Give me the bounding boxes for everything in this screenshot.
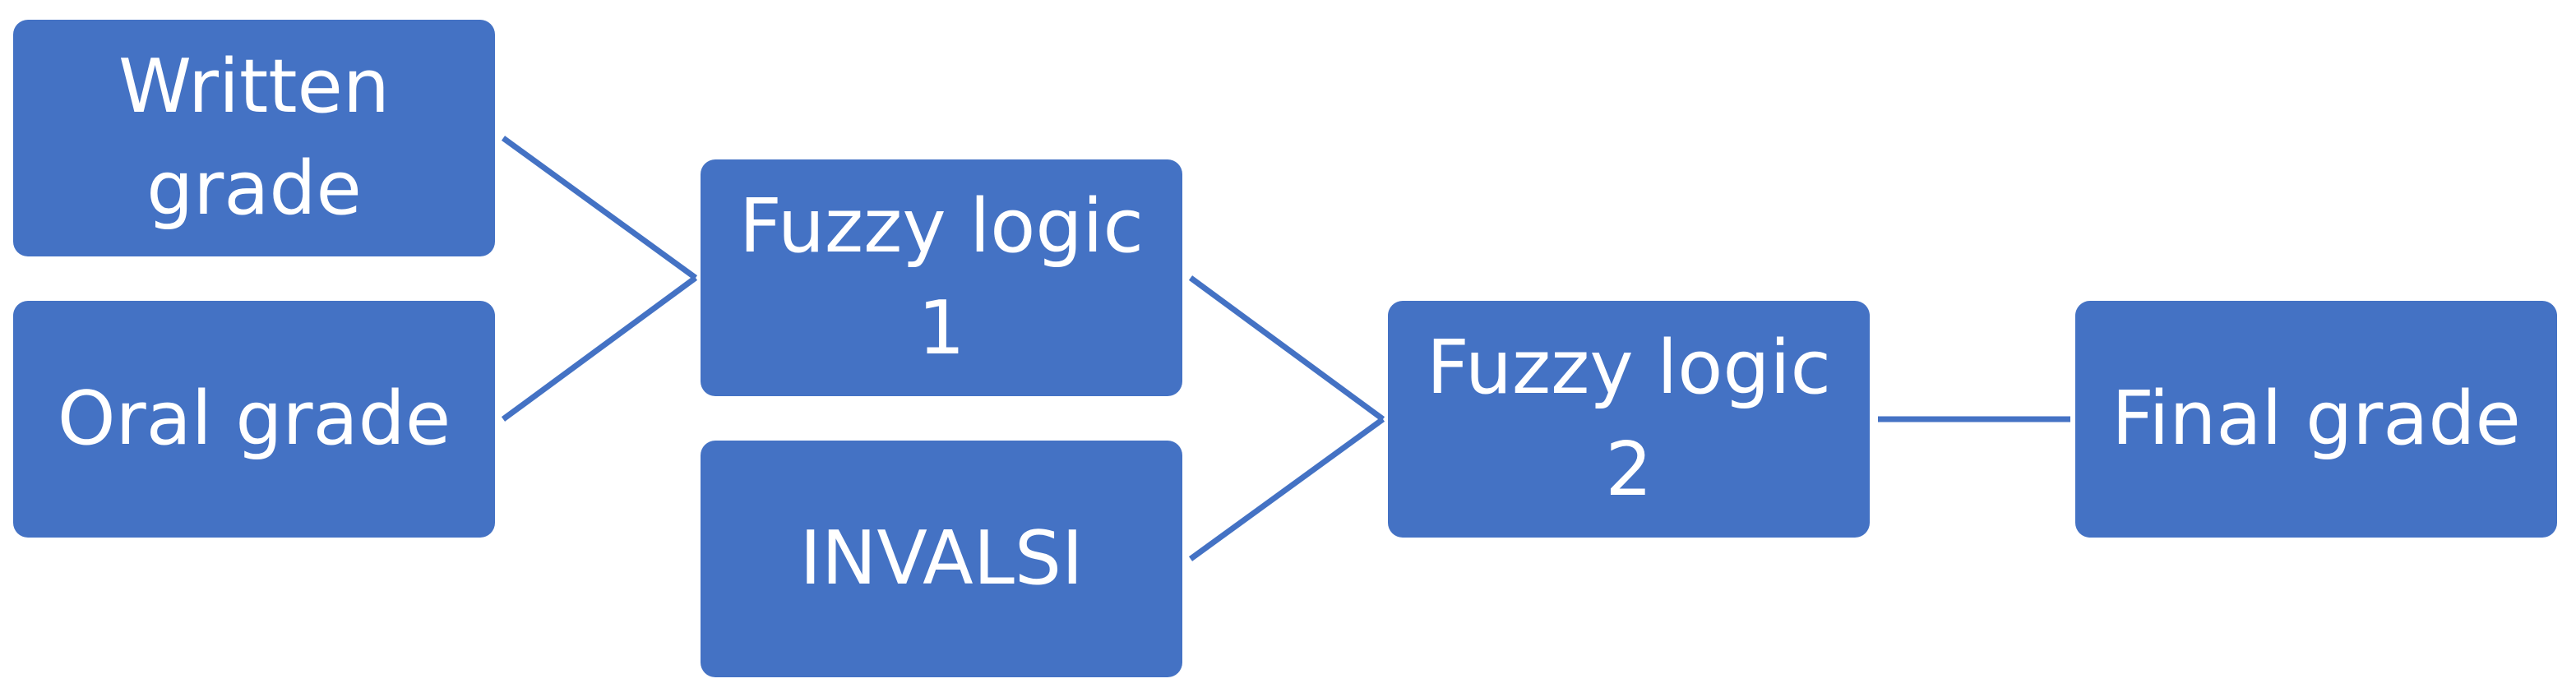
node-oral-grade: Oral grade (13, 301, 495, 538)
node-oral-grade-label: Oral grade (57, 376, 451, 462)
node-fuzzy-logic-1: Fuzzy logic 1 (701, 159, 1182, 396)
node-fuzzy-logic-1-label: Fuzzy logic 1 (739, 183, 1144, 372)
node-final-grade: Final grade (2075, 301, 2557, 538)
node-invalsi: INVALSI (701, 441, 1182, 677)
node-fuzzy-logic-2-label: Fuzzy logic 2 (1427, 325, 1831, 513)
edge-written-to-fuzzy1 (501, 136, 698, 280)
edge-fuzzy1-to-fuzzy2 (1188, 275, 1385, 422)
node-written-grade-label: Written grade (118, 44, 390, 232)
edge-oral-to-fuzzy1 (501, 275, 698, 422)
node-final-grade-label: Final grade (2111, 376, 2521, 462)
node-invalsi-label: INVALSI (799, 515, 1084, 602)
edge-invalsi-to-fuzzy2 (1188, 417, 1385, 561)
node-written-grade: Written grade (13, 20, 495, 256)
node-fuzzy-logic-2: Fuzzy logic 2 (1388, 301, 1870, 538)
